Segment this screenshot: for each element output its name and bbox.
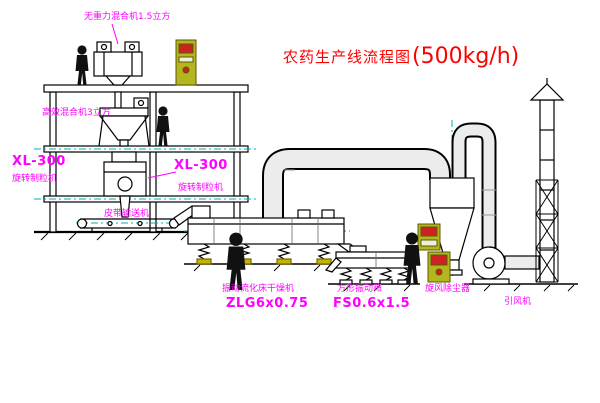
control-cabinet-right-lower <box>427 251 451 283</box>
cyclone-outlet-duct <box>451 122 497 252</box>
worker-icon <box>75 45 89 85</box>
granulator <box>103 151 147 197</box>
exhaust-duct-main <box>262 148 451 219</box>
diagram-title-text: 农药生产线流程图 <box>283 48 412 66</box>
top-mixer <box>93 41 143 109</box>
label-screen-model: FS0.6x1.5 <box>333 296 411 311</box>
vibrating-screen <box>324 243 413 285</box>
induced-draft-fan <box>472 246 540 285</box>
label-dryer-name: 振动流化床干燥机 <box>222 284 295 294</box>
control-cabinet-right-upper <box>417 223 441 251</box>
label-granulator-right-model: XL-300 <box>174 158 228 173</box>
diagram-title-capacity: (500kg/h) <box>412 44 520 69</box>
belt-conveyor <box>76 195 198 232</box>
cyclone-separator <box>429 177 475 276</box>
control-cabinet-top <box>175 39 197 86</box>
label-top-mixer: 无重力混合机1.5立方 <box>84 12 171 22</box>
worker-icon <box>156 106 170 146</box>
label-granulator-left-name: 旋转制粒机 <box>12 174 58 184</box>
high-efficiency-mixer <box>98 97 150 147</box>
diagram-title: 农药生产线流程图 (500kg/h) <box>283 44 519 69</box>
label-cyclone: 旋风除尘器 <box>425 284 471 294</box>
label-belt-conveyor: 皮带输送机 <box>104 209 150 219</box>
label-fan: 引风机 <box>504 297 532 307</box>
label-granulator-right-name: 旋转制粒机 <box>178 183 224 193</box>
exhaust-stack <box>529 78 565 283</box>
label-high-eff-mixer: 高效混合机3立方 <box>42 108 111 118</box>
label-dryer-model: ZLG6x0.75 <box>226 296 309 311</box>
label-granulator-left-model: XL-300 <box>12 154 66 169</box>
label-leader-lines <box>111 23 177 179</box>
label-screen-name: 方形振动筛 <box>337 284 383 294</box>
